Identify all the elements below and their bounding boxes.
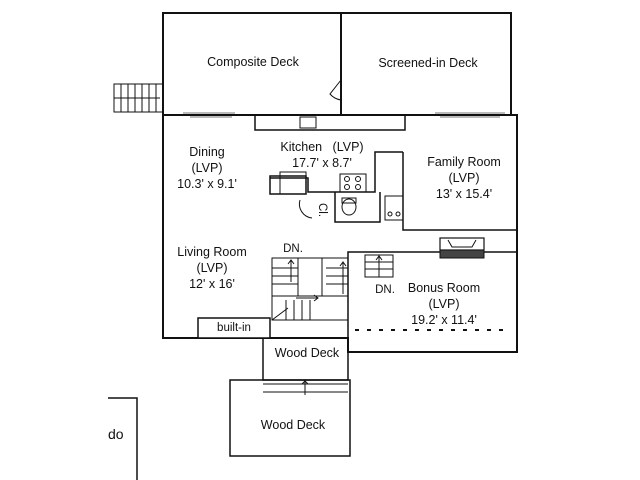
deck-steps	[113, 83, 164, 113]
wood-deck-upper-name: Wood Deck	[274, 346, 340, 360]
down-stairs-left-label: DN.	[283, 243, 303, 255]
bonus-room-name: Bonus Room	[407, 281, 481, 295]
built-in-label: built-in	[217, 322, 251, 334]
kitchen-material: (LVP)	[332, 140, 364, 154]
bonus-room-dims: 19.2' x 11.4'	[411, 313, 477, 327]
composite-deck-label: Composite Deck	[193, 54, 313, 70]
toilet-icon	[341, 198, 357, 216]
bonus-room-stairs	[364, 254, 394, 278]
living-room-dims: 12' x 16'	[189, 277, 235, 291]
deck-door-swing	[329, 79, 342, 101]
bonus-room-label: Bonus Room (LVP) 19.2' x 11.4'	[394, 280, 494, 328]
family-room-material: (LVP)	[448, 171, 480, 185]
dining-name: Dining	[189, 145, 225, 159]
living-room-label: Living Room (LVP) 12' x 16'	[172, 244, 252, 292]
living-room-door-swing	[271, 307, 289, 321]
kitchen-label: Kitchen (LVP) 17.7' x 8.7'	[262, 139, 382, 171]
center-stairs	[271, 257, 349, 321]
dining-dims: 10.3' x 9.1'	[177, 177, 237, 191]
composite-deck-name: Composite Deck	[207, 55, 299, 69]
washer-dryer-icon	[384, 195, 404, 221]
down-stairs-right-label: DN.	[375, 284, 395, 296]
screened-deck-label: Screened-in Deck	[363, 55, 493, 71]
kitchen-sink-counter	[254, 114, 406, 131]
kitchen-dims: 17.7' x 8.7'	[292, 156, 352, 170]
stove-icon	[339, 173, 367, 193]
wood-deck-lower-name: Wood Deck	[260, 418, 326, 432]
fireplace-icon	[439, 237, 485, 259]
wood-deck-lower-label: Wood Deck	[248, 417, 338, 433]
refrigerator-icon	[279, 171, 307, 195]
closet-door-swing	[298, 199, 313, 219]
built-in-cabinet	[197, 317, 271, 339]
closet-wall	[334, 192, 381, 223]
dining-label: Dining (LVP) 10.3' x 9.1'	[162, 144, 252, 192]
sink-icon	[299, 116, 317, 129]
wood-deck-stairs	[263, 380, 348, 395]
screened-deck-name: Screened-in Deck	[378, 56, 478, 70]
family-room-name: Family Room	[427, 155, 501, 169]
family-room-dims: 13' x 15.4'	[435, 187, 493, 201]
family-room-label: Family Room (LVP) 13' x 15.4'	[414, 154, 514, 202]
family-room-wall	[402, 152, 517, 231]
adjacent-fragment-label: do	[108, 426, 124, 442]
living-room-material: (LVP)	[196, 261, 228, 275]
wood-deck-lower-outline	[229, 379, 351, 457]
adjacent-structure	[108, 397, 138, 480]
closet-label: Cl.	[316, 202, 328, 218]
bonus-room-material: (LVP)	[428, 297, 460, 311]
living-room-name: Living Room	[177, 245, 247, 259]
kitchen-name: Kitchen	[280, 140, 323, 154]
wood-deck-upper-label: Wood Deck	[268, 345, 346, 361]
dining-material: (LVP)	[191, 161, 223, 175]
